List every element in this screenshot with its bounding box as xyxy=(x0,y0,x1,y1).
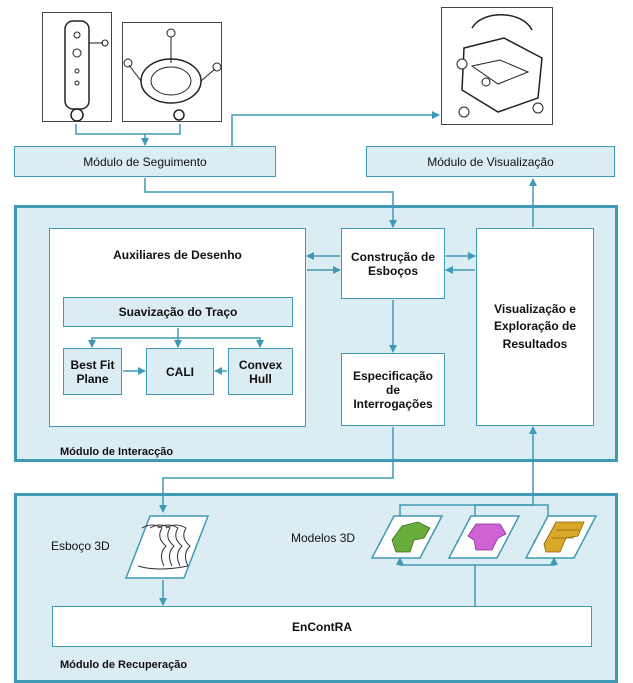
wheel-to-tracking-arrow xyxy=(145,124,181,135)
hmd-image xyxy=(441,7,553,125)
steering-wheel-image xyxy=(122,22,222,122)
steering-wheel-icon xyxy=(123,28,222,121)
query-specification-label: Especificação de Interrogações xyxy=(352,368,434,411)
best-fit-plane-label: Best Fit Plane xyxy=(70,357,115,386)
results-view-label: Visualização e Exploração de Resultados xyxy=(493,301,577,351)
tracking-to-construction-arrow xyxy=(144,178,397,228)
models-3d-label: Modelos 3D xyxy=(291,531,356,545)
cali-label: CALI xyxy=(166,364,194,379)
visualization-module: Módulo de Visualização xyxy=(366,146,615,177)
results-view-box: Visualização e Exploração de Resultados xyxy=(476,228,594,426)
wiimote-icon xyxy=(64,20,109,122)
sketch-3d-icon xyxy=(137,524,191,570)
wiimote-image xyxy=(42,12,112,122)
model-3-shape xyxy=(543,521,585,553)
head-mounted-display-icon xyxy=(456,14,544,118)
cali-box: CALI xyxy=(146,348,214,395)
retrieval-module xyxy=(14,493,618,683)
query-specification-box: Especificação de Interrogações xyxy=(341,353,445,426)
model-1-shape xyxy=(391,521,431,553)
convex-hull-box: Convex Hull xyxy=(228,348,293,395)
sketch-3d-label: Esboço 3D xyxy=(51,539,110,553)
sketch-construction-label: Construção de Esboços xyxy=(350,249,435,278)
visualization-module-label: Módulo de Visualização xyxy=(427,154,554,169)
drawing-aids-label: Auxiliares de Desenho xyxy=(113,248,242,262)
model-2-shape xyxy=(467,523,507,551)
retrieval-module-label: Módulo de Recuperação xyxy=(60,659,188,671)
convex-hull-label: Convex Hull xyxy=(238,357,283,386)
encontra-to-models-arrow xyxy=(396,557,476,606)
encontra-label: EnContRA xyxy=(292,619,352,634)
stroke-smoothing-label: Suavização do Traço xyxy=(118,305,238,319)
interaction-module-label: Módulo de Interacção xyxy=(60,446,174,458)
sketch-3d-panel xyxy=(124,515,210,579)
tracking-module: Módulo de Seguimento xyxy=(14,146,276,177)
stroke-smoothing-box: Suavização do Traço xyxy=(63,297,293,327)
best-fit-plane-box: Best Fit Plane xyxy=(63,348,122,395)
smoothing-branch xyxy=(88,328,179,348)
wiimote-to-tracking-arrow xyxy=(75,124,149,146)
visualization-to-hmd-arrow xyxy=(231,111,440,146)
models-to-results-arrow xyxy=(474,426,537,516)
sketch-construction-box: Construção de Esboços xyxy=(341,228,445,299)
tracking-module-label: Módulo de Seguimento xyxy=(83,154,207,169)
encontra-box: EnContRA xyxy=(52,606,592,647)
query-to-sketch-arrow xyxy=(159,427,394,513)
